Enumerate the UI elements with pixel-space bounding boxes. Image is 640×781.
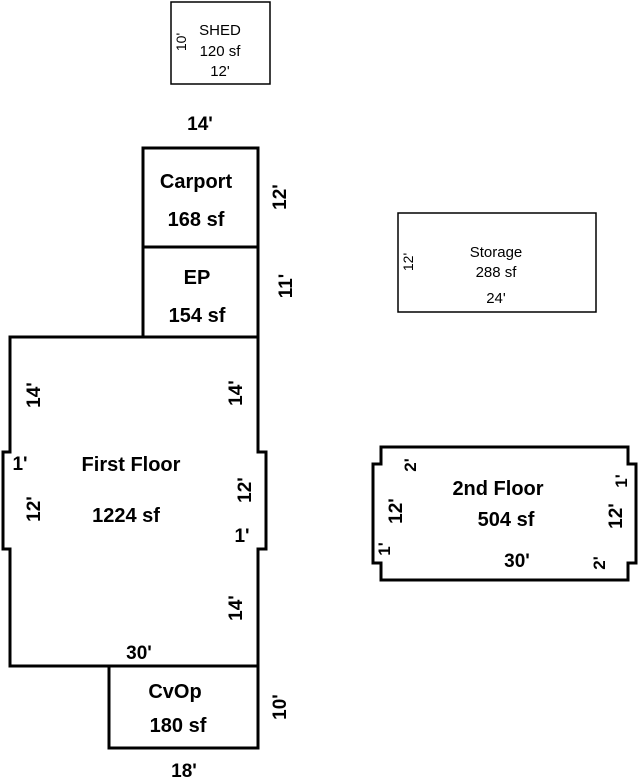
ep-outline (141, 245, 260, 339)
shed-outline (170, 1, 271, 85)
first-floor-right-bump-width: 1' (234, 526, 249, 547)
carport-width-dimension: 14' (187, 114, 213, 135)
shed-width-dimension: 12' (210, 63, 230, 80)
second-floor-label: 2nd Floor (452, 478, 543, 500)
ep-label: EP (184, 267, 211, 289)
storage-outline (397, 212, 597, 313)
second-floor-right-notch-bottom: 2' (590, 556, 609, 570)
shed-area: 120 sf (200, 43, 242, 60)
second-floor-width-dimension: 30' (504, 551, 530, 572)
first-floor-bottom-dimension: 30' (126, 643, 152, 664)
ep-area: 154 sf (169, 305, 226, 327)
storage-label: Storage (470, 244, 523, 261)
first-floor-left-bump-width: 1' (12, 454, 27, 475)
shed-label: SHED (199, 22, 241, 39)
second-floor-outline (371, 445, 638, 582)
second-floor-left-notch-bottom: 1' (375, 542, 394, 556)
first-floor-left-upper-dimension: 14' (24, 382, 45, 408)
cvop-area: 180 sf (150, 715, 207, 737)
first-floor-area: 1224 sf (92, 505, 160, 527)
cvop-width-dimension: 18' (171, 761, 197, 781)
carport-depth-dimension: 12' (270, 184, 291, 210)
carport-outline (141, 146, 260, 249)
carport-area: 168 sf (168, 209, 225, 231)
second-floor-left-depth: 12' (386, 498, 407, 524)
first-floor-right-lower-dimension: 14' (226, 595, 247, 621)
first-floor-right-upper-dimension: 14' (226, 380, 247, 406)
storage-width-dimension: 24' (486, 290, 506, 307)
first-floor-label: First Floor (82, 454, 181, 476)
carport: 14' Carport 168 sf 12' (141, 114, 291, 249)
carport-label: Carport (160, 171, 233, 193)
second-floor: 2nd Floor 504 sf 30' 12' 2' 1' 1' 12' 2' (371, 445, 638, 582)
second-floor-right-notch-top: 1' (612, 474, 631, 488)
first-floor: First Floor 1224 sf 14' 1' 12' 14' 12' 1… (1, 335, 268, 668)
first-floor-left-bump-depth: 12' (24, 496, 45, 522)
cvop-depth-dimension: 10' (270, 694, 291, 720)
second-floor-area: 504 sf (478, 509, 535, 531)
ep-depth-dimension: 11' (276, 274, 297, 299)
storage-depth-dimension: 12' (400, 253, 416, 271)
cvop-label: CvOp (148, 681, 201, 703)
storage: Storage 288 sf 24' 12' (397, 212, 597, 313)
second-floor-left-notch-top: 2' (401, 458, 420, 472)
second-floor-right-depth: 12' (606, 503, 627, 529)
enclosed-porch: EP 154 sf 11' (141, 245, 297, 339)
covered-open-porch: CvOp 180 sf 18' 10' (107, 664, 291, 781)
shed-depth-dimension: 10' (173, 33, 189, 51)
first-floor-right-bump-depth: 12' (235, 477, 256, 503)
storage-area: 288 sf (476, 264, 518, 281)
shed: SHED 120 sf 12' 10' (170, 1, 271, 85)
cvop-outline (107, 664, 260, 750)
